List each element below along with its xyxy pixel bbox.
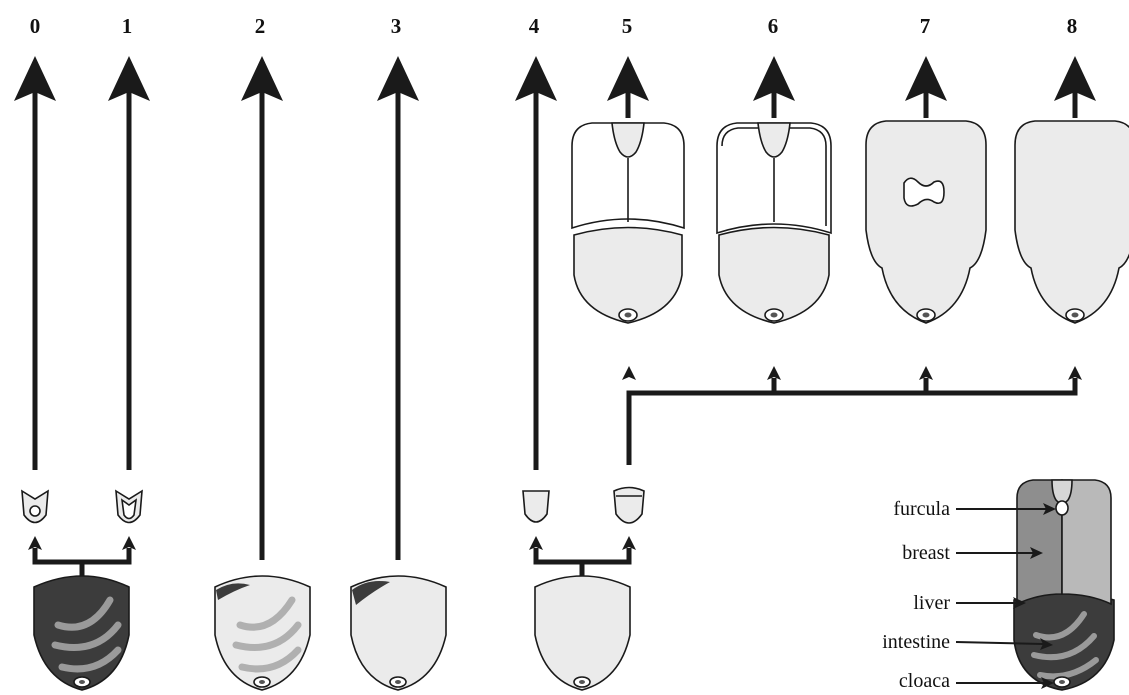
short-arrows (607, 56, 1096, 118)
stage-number-5: 5 (622, 14, 633, 38)
bottom-bird-stage-2 (215, 576, 310, 690)
arrow-stage-0 (14, 56, 56, 470)
small-bird-stage-5 (614, 488, 644, 524)
stage-number-3: 3 (391, 14, 402, 38)
stage-number-7: 7 (920, 14, 931, 38)
stage-number-0: 0 (30, 14, 41, 38)
stage-number-4: 4 (529, 14, 540, 38)
stage-number-8: 8 (1067, 14, 1078, 38)
arrow-stage-8 (1054, 56, 1096, 118)
arrow-stage-1 (108, 56, 150, 470)
label-liver: liver (913, 592, 950, 614)
label-furcula: furcula (893, 498, 950, 520)
small-bird-stage-0 (22, 491, 48, 523)
upper-bird-stage-6 (717, 123, 831, 323)
stage-number-1: 1 (122, 14, 133, 38)
arrow-stage-7 (905, 56, 947, 118)
bottom-bird-stage-4-5 (535, 576, 630, 690)
label-intestine: intestine (882, 631, 950, 653)
stage-number-6: 6 (768, 14, 779, 38)
upper-bird-stage-8 (1015, 121, 1129, 323)
arrow-stage-6 (753, 56, 795, 118)
small-bird-stage-1 (116, 491, 142, 523)
stage-number-2: 2 (255, 14, 266, 38)
arrow-stage-4 (515, 56, 557, 470)
fork-connector-4-5 (529, 536, 636, 578)
label-cloaca: cloaca (899, 670, 950, 692)
anatomy-reference-bird (1014, 480, 1114, 690)
label-breast: breast (902, 542, 950, 564)
bottom-bird-stage-0-1 (34, 576, 129, 690)
arrow-stage-3 (377, 56, 419, 560)
upper-bird-stage-5 (572, 123, 684, 323)
long-arrows (14, 56, 557, 560)
upper-bird-stage-7 (866, 121, 986, 323)
branch-connector-5-8 (622, 366, 1082, 465)
stage-numbers: 0 1 2 3 4 5 6 7 8 (30, 14, 1078, 38)
bottom-bird-stage-3 (351, 576, 446, 690)
arrow-stage-5 (607, 56, 649, 118)
arrow-stage-2 (241, 56, 283, 560)
small-bird-stage-4 (523, 491, 549, 522)
fork-connector-0-1 (28, 536, 136, 578)
